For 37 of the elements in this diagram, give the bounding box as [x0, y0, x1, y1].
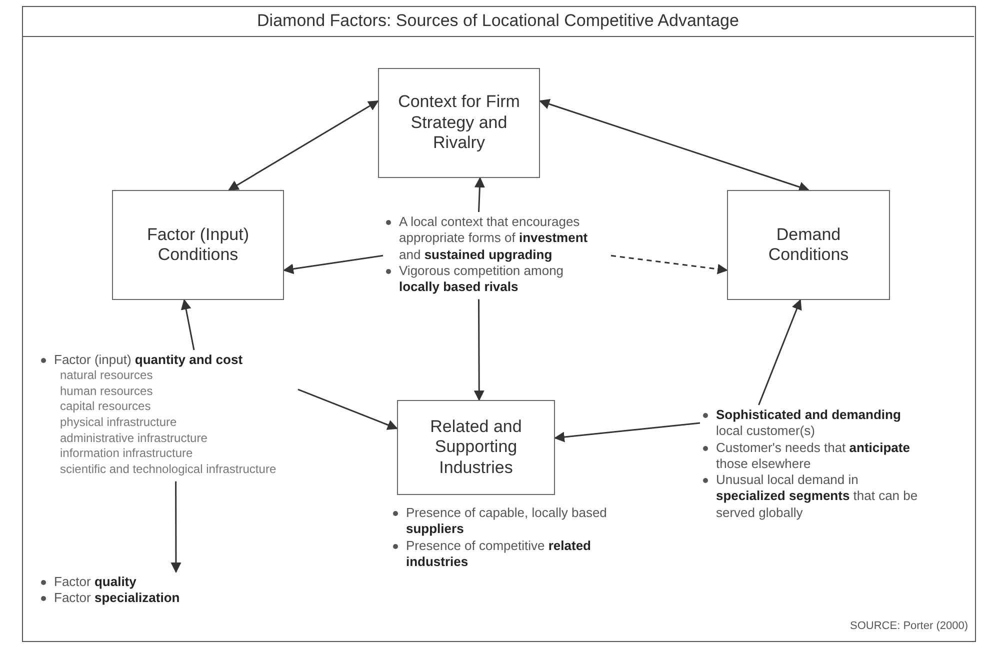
sub-item: natural resources: [60, 368, 154, 384]
sub-item: information infrastructure: [60, 446, 194, 462]
bullet-item: Presence of competitive related industries: [390, 538, 616, 570]
sub-item: capital resources: [60, 399, 152, 416]
box-title: Factor (Input) Conditions: [146, 224, 250, 266]
arrow: [474, 176, 485, 212]
bullet-item: Factor specialization: [38, 590, 264, 606]
arrow: [180, 298, 195, 350]
arrow: [170, 481, 182, 574]
arrow: [474, 299, 484, 402]
factor-box: [378, 68, 540, 178]
arrow: [539, 99, 810, 192]
arrow: [554, 422, 700, 442]
factor-box: [727, 190, 890, 300]
bullet-item: Vigorous competition among locally based rivals: [383, 262, 607, 296]
sub-item: administrative infrastructure: [60, 430, 208, 446]
box-title: Related and Supporting Industries: [429, 416, 523, 478]
bullet-item: Unusual local demand in specialized segments that can be served globally: [700, 472, 931, 521]
arrow: [298, 388, 398, 430]
arrow: [758, 299, 802, 406]
bullet-item: Customer's needs that anticipate those elsewhere: [700, 440, 931, 472]
title: Diamond Factors: Sources of Locational Competitive Advantage: [22, 6, 974, 37]
sub-item: physical infrastructure: [60, 415, 178, 431]
factor-box: [397, 400, 555, 495]
bullet-item: Sophisticated and demanding local customer(s): [700, 407, 931, 440]
bullet-item: Factor quality: [38, 574, 264, 590]
source-note: SOURCE: Porter (2000): [850, 620, 968, 632]
arrow: [610, 254, 728, 274]
box-title: Demand Conditions: [767, 224, 850, 266]
sub-item: scientific and technological infrastructure: [60, 462, 278, 478]
sub-item: human resources: [60, 384, 154, 400]
arrow: [282, 254, 384, 274]
bullet-item: Factor (input) quantity and cost: [38, 352, 294, 368]
factor-box: [112, 190, 284, 300]
box-title: Context for Firm Strategy and Rivalry: [397, 92, 521, 154]
bullet-item: A local context that encourages appropriate forms of investment and sustained upgrading: [383, 214, 607, 263]
arrow: [228, 100, 379, 191]
